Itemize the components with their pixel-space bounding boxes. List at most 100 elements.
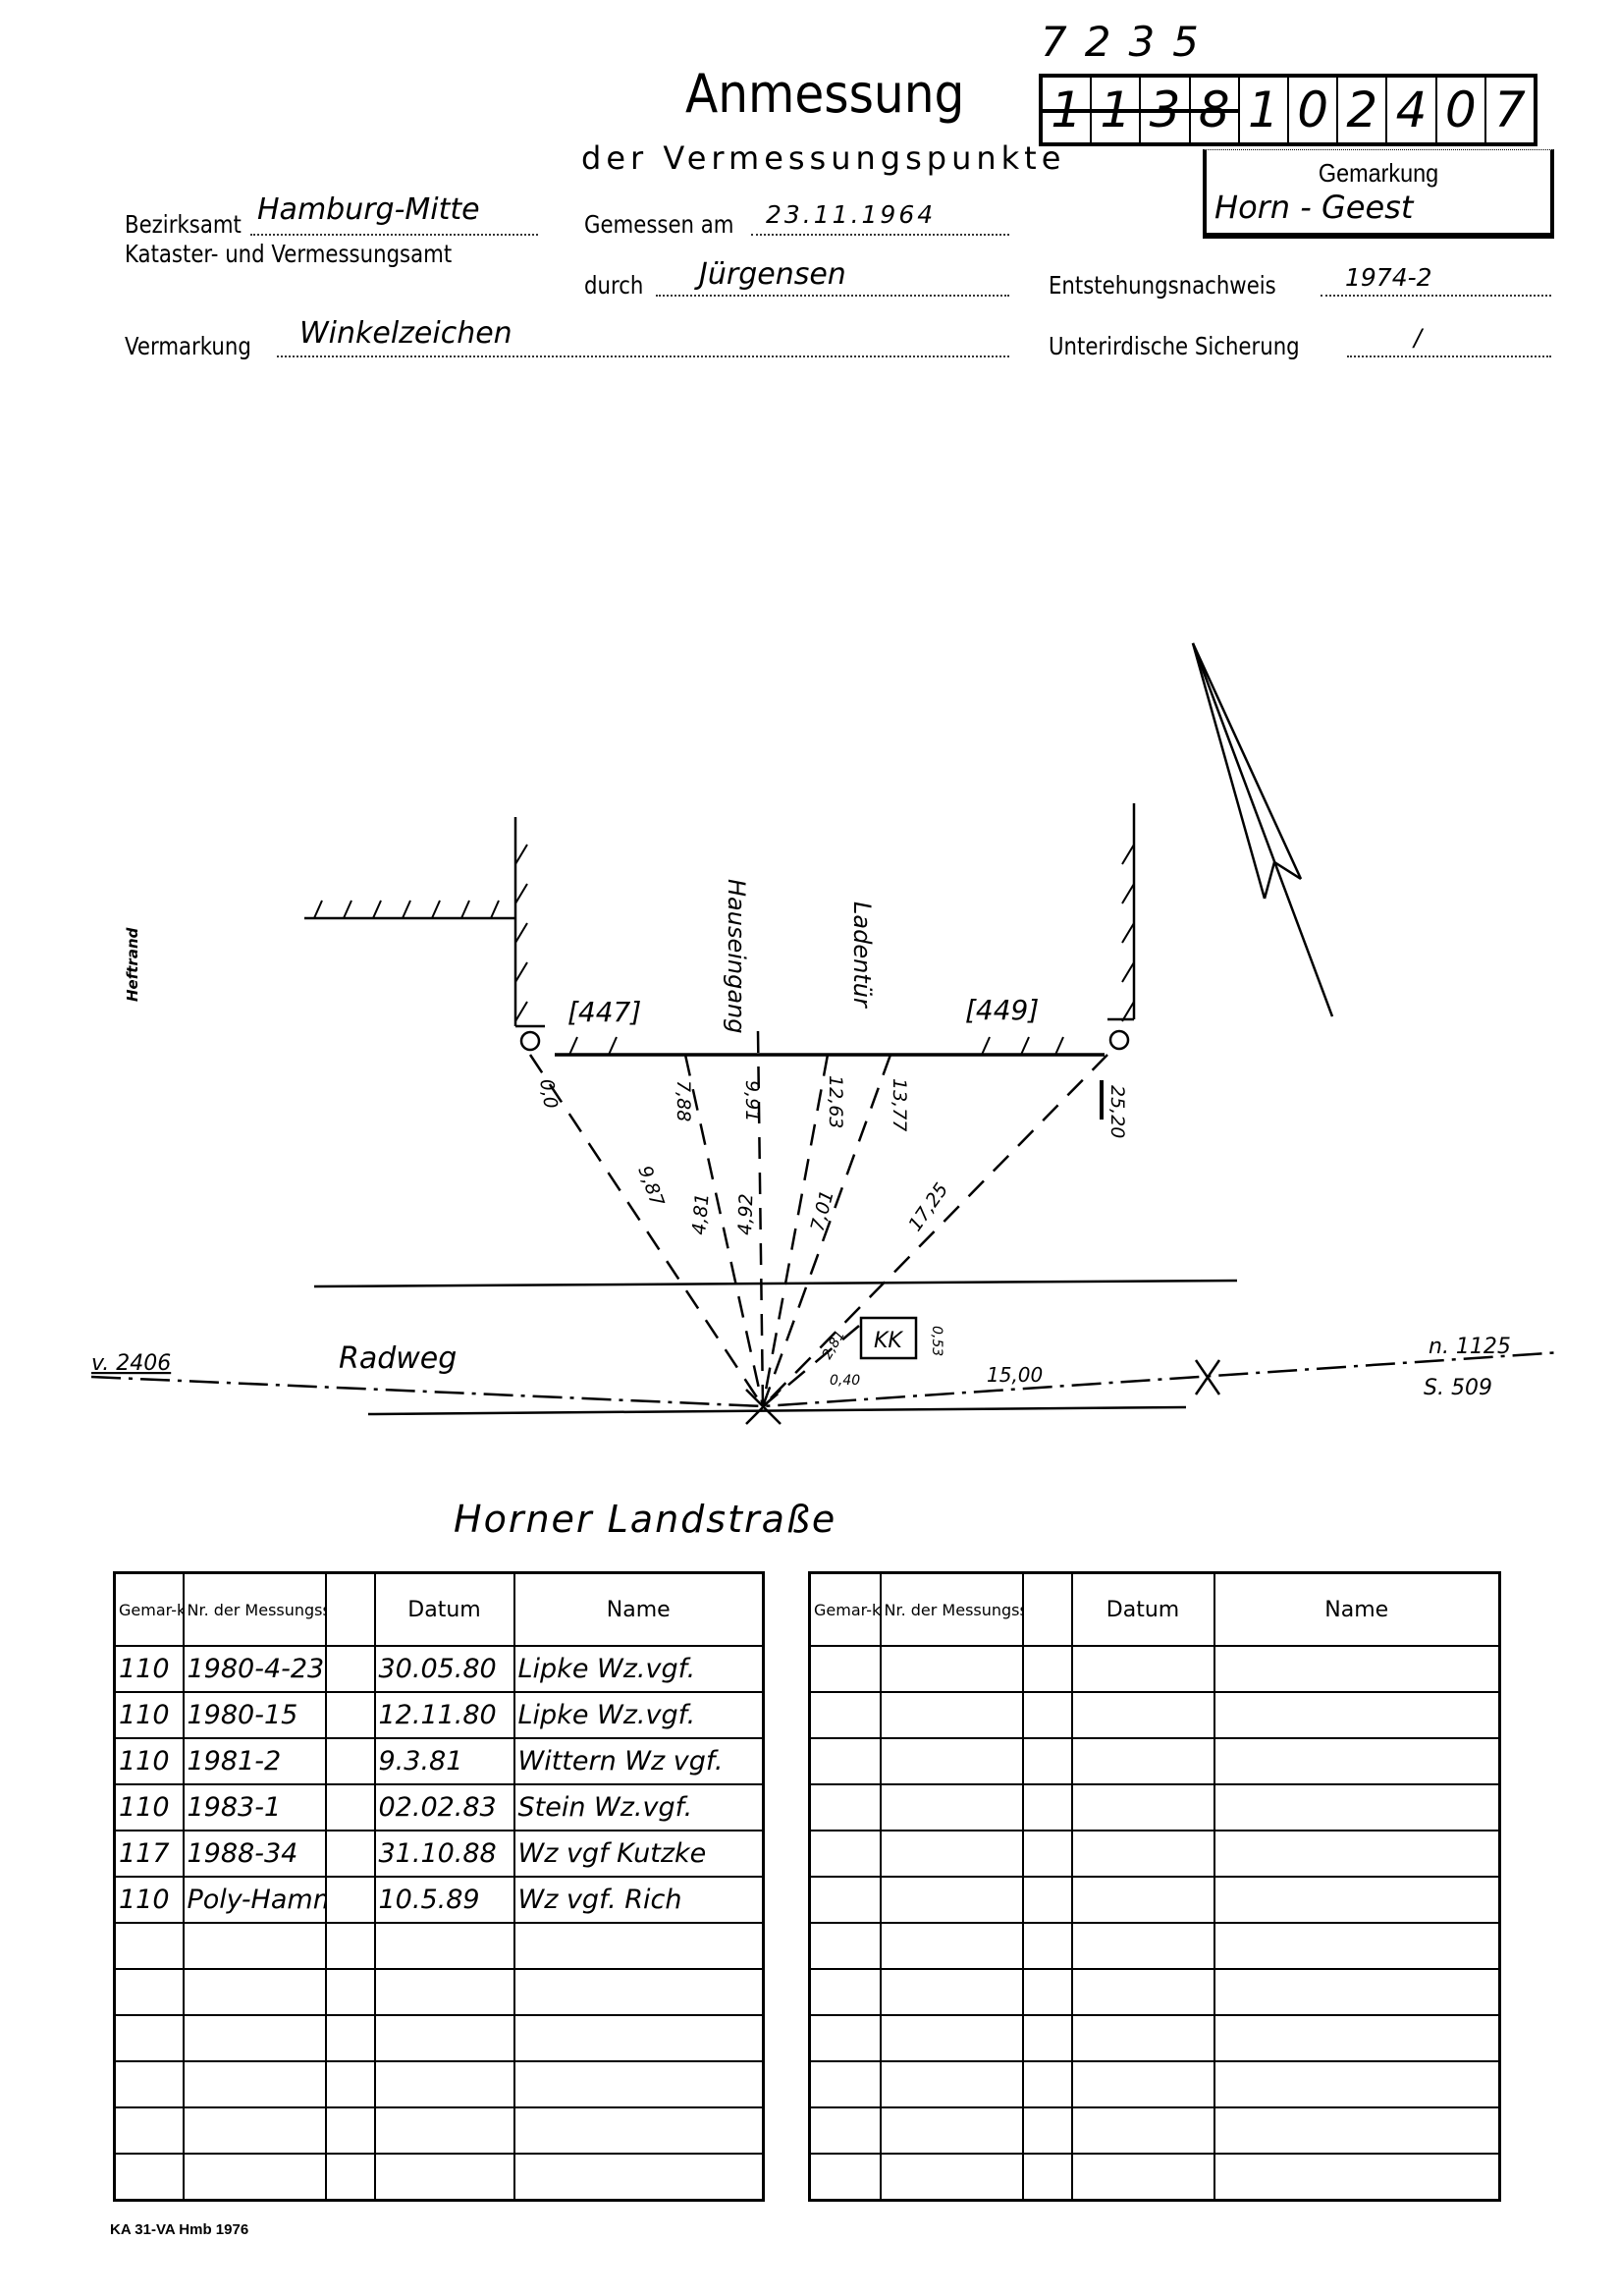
street-name: Horner Landstraße	[454, 1498, 836, 1541]
table-cell: 110	[113, 1876, 185, 1924]
table-cell	[1213, 1691, 1501, 1739]
table-cell	[324, 2060, 376, 2108]
table-cell: 1980-15	[182, 1691, 327, 1739]
table-cell: 110	[113, 1691, 185, 1739]
bezirksamt-label: Bezirksamt	[125, 210, 242, 239]
table-cell	[808, 1645, 882, 1693]
table-cell	[324, 1922, 376, 1970]
table-cell	[324, 1691, 376, 1739]
table-cell	[1070, 2106, 1215, 2155]
ray-measure: 4,81	[688, 1192, 714, 1235]
table-cell	[512, 2106, 765, 2155]
table-cell	[324, 2106, 376, 2155]
table-cell	[1021, 2153, 1073, 2202]
table-cell	[1070, 1830, 1215, 1878]
table-cell: Stein Wz.vgf.	[512, 1783, 765, 1831]
table-cell: Wz vgf. Rich	[512, 1876, 765, 1924]
table-cell	[808, 1876, 882, 1924]
table-cell	[512, 1922, 765, 1970]
number-digit: 0	[1289, 78, 1339, 142]
register-table-right: Gemar-kungs-schlüsselNr. der Messungssac…	[808, 1571, 1501, 2202]
table-row	[113, 2060, 765, 2108]
table-cell	[1070, 1783, 1215, 1831]
table-row	[808, 2153, 1501, 2202]
table-cell	[1021, 2106, 1073, 2155]
front-measure: 7,88	[673, 1080, 694, 1121]
table-cell	[324, 1876, 376, 1924]
curb-line	[313, 1279, 1238, 1288]
table-cell	[1213, 1737, 1501, 1785]
table-cell	[879, 1783, 1024, 1831]
table-cell	[512, 2060, 765, 2108]
column-header: Gemar-kungs-schlüssel	[113, 1571, 185, 1647]
table-cell: 31.10.88	[373, 1830, 515, 1878]
number-digit: 1	[1092, 78, 1142, 142]
table-cell	[373, 1968, 515, 2016]
table-cell: Lipke Wz.vgf.	[512, 1645, 765, 1693]
amt-label: Kataster- und Vermessungsamt	[125, 240, 453, 268]
table-cell	[324, 2153, 376, 2202]
table-cell: 12.11.80	[373, 1691, 515, 1739]
table-cell	[1021, 1830, 1073, 1878]
table-row	[808, 1645, 1501, 1693]
table-cell	[879, 2060, 1024, 2108]
table-row	[113, 1968, 765, 2016]
table-cell	[373, 2014, 515, 2062]
table-cell	[1021, 1968, 1073, 2016]
bezirksamt-value: Hamburg-Mitte	[257, 192, 480, 227]
s-reference: S. 509	[1424, 1376, 1492, 1400]
number-digit: 7	[1494, 82, 1526, 138]
page-title: Anmessung	[685, 63, 965, 125]
table-cell	[113, 1968, 185, 2016]
heftrand-label: Heftrand	[124, 927, 141, 1002]
table-cell: 110	[113, 1737, 185, 1785]
table-row	[808, 2014, 1501, 2062]
table-cell	[1213, 1968, 1501, 2016]
table-cell: 1983-1	[182, 1783, 327, 1831]
kk-box	[859, 1316, 918, 1360]
table-cell	[879, 1968, 1024, 2016]
table-cell: Poly-Hamm	[182, 1876, 327, 1924]
building-number-right: [449]	[965, 994, 1039, 1026]
front-measure: 12,63	[825, 1075, 846, 1128]
gemarkung-value: Horn - Geest	[1214, 189, 1414, 226]
sicherung-value: /	[1414, 324, 1423, 352]
gemarkung-label: Gemarkung	[1318, 158, 1439, 188]
table-row	[808, 1830, 1501, 1878]
number-digit: 4	[1387, 78, 1437, 142]
table-cell	[113, 1922, 185, 1970]
table-cell	[808, 2060, 882, 2108]
table-cell: 30.05.80	[373, 1645, 515, 1693]
table-cell: 9.3.81	[373, 1737, 515, 1785]
table-cell	[1070, 2153, 1215, 2202]
entstehung-value: 1974-2	[1345, 263, 1432, 292]
table-cell	[182, 2106, 327, 2155]
column-header: Nr. der Messungssache	[879, 1571, 1024, 1647]
table-cell	[1070, 1922, 1215, 1970]
column-header: Name	[512, 1571, 765, 1647]
ladentuer-label: Ladentür	[848, 902, 876, 1010]
table-cell	[113, 2106, 185, 2155]
measurement-rays	[528, 1030, 1108, 1407]
table-cell: 1988-34	[182, 1830, 327, 1878]
table-cell	[1021, 1783, 1073, 1831]
number-digit: 1	[1240, 78, 1290, 142]
number-digit: 3	[1141, 78, 1191, 142]
table-cell	[1070, 1645, 1215, 1693]
table-cell	[1213, 2153, 1501, 2202]
table-cell: 02.02.83	[373, 1783, 515, 1831]
table-cell	[113, 2060, 185, 2108]
table-cell	[1213, 1922, 1501, 1970]
table-row	[113, 2106, 765, 2155]
ray-measure: 4,92	[734, 1193, 757, 1235]
table-cell: Wz vgf Kutzke	[512, 1830, 765, 1878]
table-cell	[879, 2106, 1024, 2155]
table-cell	[808, 2106, 882, 2155]
table-cell	[324, 1783, 376, 1831]
ray-measure: 7,01	[807, 1188, 838, 1234]
gemessen-value: 23.11.1964	[766, 200, 937, 229]
table-cell	[324, 1830, 376, 1878]
